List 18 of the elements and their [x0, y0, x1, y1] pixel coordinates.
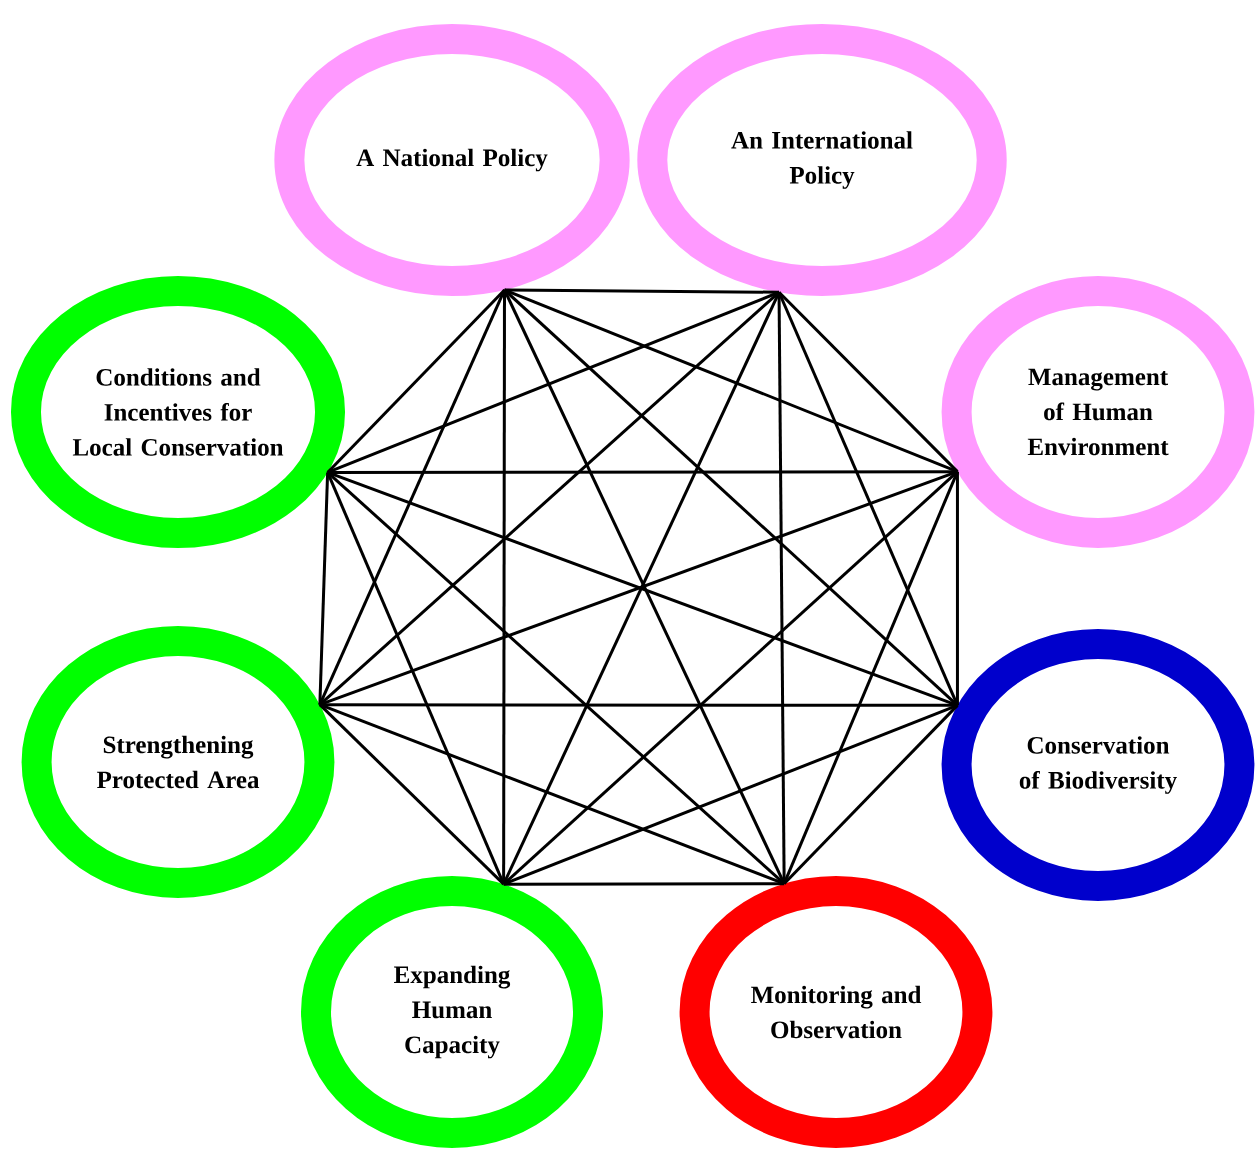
connector-line — [318, 703, 505, 886]
ring-node: Monitoring and Observation — [679, 876, 993, 1148]
connector-line — [326, 471, 505, 885]
ring-node: Strengthening Protected Area — [21, 626, 335, 898]
ring-node: A National Policy — [274, 24, 630, 296]
connector-line — [504, 288, 780, 294]
connector-line — [326, 288, 506, 474]
connector-line — [955, 471, 959, 706]
ring-node: Management of Human Environment — [941, 276, 1255, 548]
connector-line — [503, 882, 785, 886]
ring-node: An International Policy — [637, 24, 1007, 296]
ring-node: Conditions and Incentives for Local Conservation — [11, 276, 346, 548]
ring-node: Conservation of Biodiversity — [941, 629, 1255, 901]
connector-line — [503, 703, 958, 886]
connector-line — [783, 704, 959, 885]
connector-line — [327, 290, 780, 474]
connector-line — [318, 472, 330, 705]
ring-node: Expanding Human Capacity — [301, 876, 603, 1148]
